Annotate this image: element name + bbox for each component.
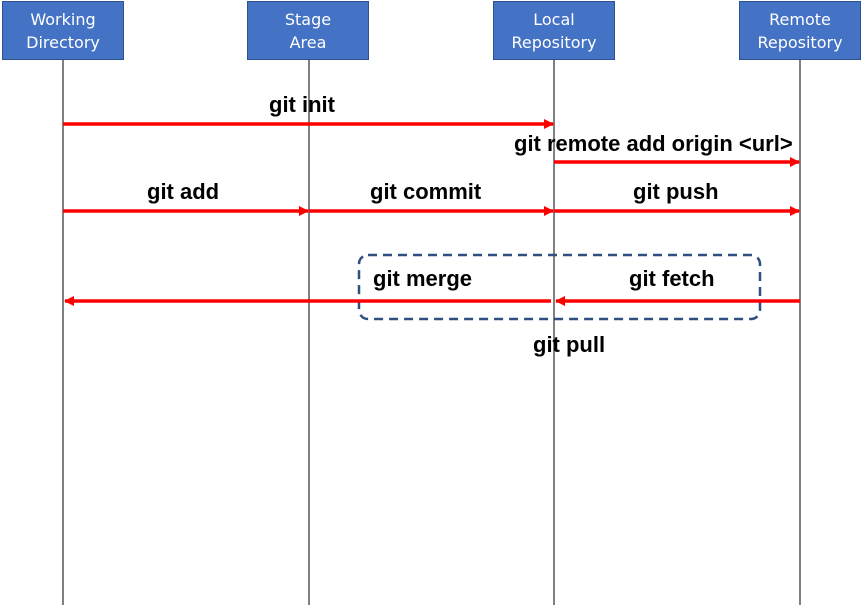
label-git-init: git init	[269, 92, 335, 117]
label-git-merge: git merge	[373, 266, 473, 291]
lane-label-working-directory: Working Directory	[26, 9, 100, 52]
lane-box-remote-repository: Remote Repository	[739, 1, 861, 60]
lane-box-stage-area: Stage Area	[247, 1, 369, 60]
label-git-push: git push	[633, 179, 719, 204]
label-git-fetch: git fetch	[629, 266, 715, 291]
lane-label-stage-area: Stage Area	[284, 9, 332, 52]
lane-label-remote-repository: Remote Repository	[757, 9, 843, 52]
label-git-commit: git commit	[370, 179, 482, 204]
git-pull-group-outline	[357, 253, 762, 321]
label-git-pull: git pull	[533, 332, 606, 357]
lane-label-local-repository: Local Repository	[511, 9, 597, 52]
lane-box-working-directory: Working Directory	[2, 1, 124, 60]
lane-box-local-repository: Local Repository	[493, 1, 615, 60]
label-git-add: git add	[147, 179, 220, 204]
label-git-remote-add: git remote add origin <url>	[514, 131, 793, 156]
